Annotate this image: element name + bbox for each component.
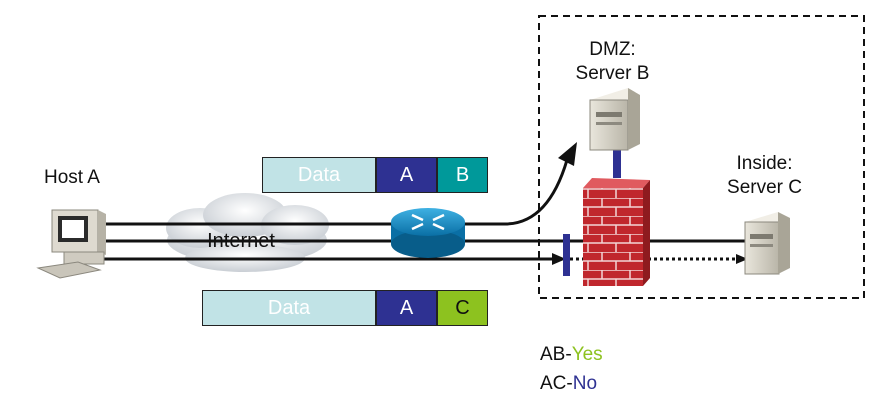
packet-destination-cell: C [437, 290, 488, 326]
firewall-interface-bar [563, 234, 570, 276]
server-c-icon [744, 212, 790, 275]
legend-ac-value: No [572, 373, 598, 394]
internet-label: Internet [207, 230, 275, 252]
arrowhead-blocked [736, 254, 748, 264]
dmz-label: DMZ: Server B [565, 38, 660, 86]
server-b-icon [589, 88, 640, 151]
host-a-label: Host A [44, 167, 100, 188]
host-a-computer-icon [36, 209, 106, 279]
dmz-label-line1: DMZ: [589, 39, 636, 60]
packet-to-b: Data A B [262, 157, 488, 193]
inside-label-line2: Server C [727, 177, 802, 198]
packet-to-c: Data A C [202, 290, 488, 326]
router-icon [391, 208, 465, 258]
inside-label-line1: Inside: [736, 153, 793, 174]
packet-data-cell: Data [262, 157, 376, 193]
packet-source-cell: A [376, 290, 437, 326]
arrowhead-to-firewall [552, 253, 566, 265]
legend-ac-prefix: AC- [540, 373, 573, 394]
dmz-label-line2: Server B [575, 63, 650, 84]
legend-ab-value: Yes [571, 344, 603, 365]
dmz-link [613, 150, 621, 178]
arrowhead-to-server-b [558, 142, 577, 166]
legend-ab-prefix: AB- [540, 344, 572, 365]
firewall-icon [583, 178, 650, 286]
packet-source-cell: A [376, 157, 437, 193]
inside-label: Inside: Server C [712, 152, 817, 200]
legend-ac: AC-No [540, 373, 597, 395]
dmz-boundary [538, 15, 865, 299]
legend-ab: AB-Yes [540, 344, 603, 366]
flow-line-to-server-b [100, 159, 569, 226]
packet-data-cell: Data [202, 290, 376, 326]
packet-destination-cell: B [437, 157, 488, 193]
